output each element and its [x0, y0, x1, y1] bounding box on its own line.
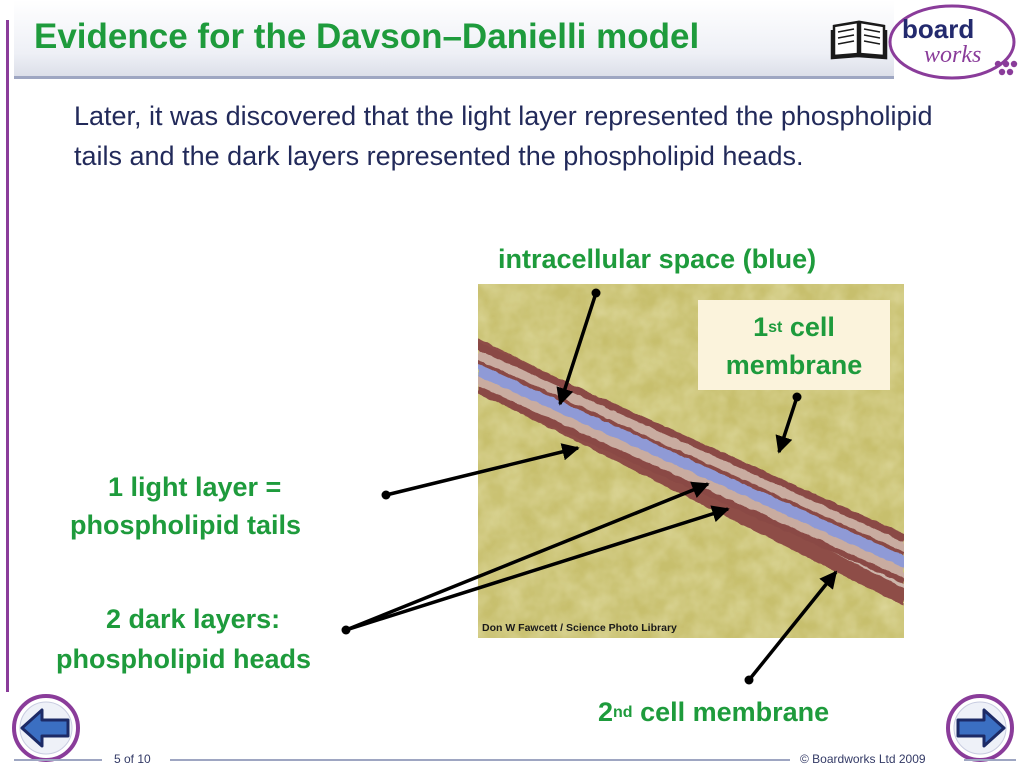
forward-arrow-icon: [946, 694, 1014, 762]
header-band: [14, 0, 894, 76]
page-number: 5 of 10: [114, 752, 151, 766]
label-dark-layers-line2: phospholipid heads: [56, 644, 311, 674]
label-first-membrane-line2: membrane: [725, 350, 863, 380]
arrow-dark-layer-lower: [345, 505, 730, 632]
slide-title: Evidence for the Davson–Danielli model: [34, 17, 700, 56]
copyright: © Boardworks Ltd 2009: [800, 752, 926, 766]
back-arrow-icon: [12, 694, 80, 762]
arrow-second-membrane: [747, 570, 838, 682]
header-rule: [14, 76, 894, 79]
label-intracellular-space: intracellular space (blue): [498, 244, 817, 274]
first-membrane-label-box: 1st cell membrane: [698, 300, 890, 390]
label-dark-layers-line1: 2 dark layers:: [106, 604, 281, 634]
arrow-first-membrane: [775, 396, 799, 454]
book-icon: [830, 18, 888, 65]
back-button[interactable]: [10, 692, 82, 769]
label-second-membrane: 2nd cell membrane: [598, 697, 830, 727]
footer-rule-left: [14, 759, 102, 761]
boardworks-logo: board works: [888, 2, 1020, 87]
arrow-intracellular: [556, 292, 598, 406]
slide-frame-left: [6, 20, 9, 692]
footer-rule-middle: [170, 759, 790, 761]
label-first-membrane-line1: 1st cell: [753, 312, 835, 342]
logo-line1: board: [902, 14, 974, 44]
logo-line2: works: [924, 42, 981, 68]
arrow-light-layer: [385, 443, 580, 497]
label-light-layer-line1: 1 light layer =: [108, 472, 282, 502]
footer-rule-right: [964, 759, 1016, 761]
arrow-dark-layer-upper: [345, 481, 710, 632]
label-light-layer-line2: phospholipid tails: [70, 510, 301, 540]
intro-paragraph: Later, it was discovered that the light …: [74, 101, 933, 171]
forward-button[interactable]: [944, 692, 1016, 769]
photo-credit: Don W Fawcett / Science Photo Library: [482, 622, 677, 634]
